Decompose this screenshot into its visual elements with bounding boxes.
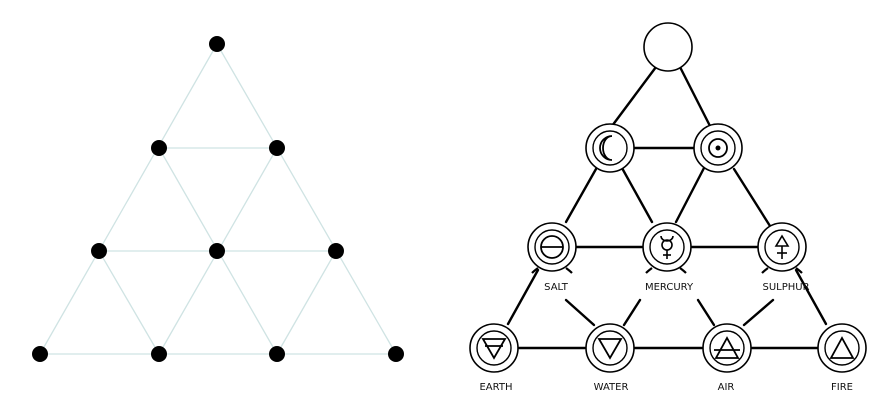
water-label: WATER: [594, 382, 629, 393]
tetractys-dots: [32, 36, 404, 362]
dot: [388, 346, 404, 362]
dot: [269, 140, 285, 156]
alchemical-connector-lines: [506, 65, 828, 350]
fire-label: FIRE: [831, 382, 853, 393]
dot: [209, 243, 225, 259]
dot: [151, 140, 167, 156]
air-label: AIR: [718, 382, 735, 393]
salt-label: SALT: [544, 282, 569, 293]
mercury-icon: [660, 235, 674, 259]
moon-node: [585, 123, 635, 173]
earth-label: EARTH: [479, 382, 512, 393]
sulphur-node: [757, 222, 807, 272]
earth-node: [469, 323, 519, 373]
mercury-node: [642, 222, 692, 272]
moon-icon: [599, 135, 613, 161]
air-icon: [714, 336, 740, 359]
connector-nubs: [531, 267, 803, 274]
water-node: [585, 323, 635, 373]
salt-icon: [540, 235, 564, 259]
fire-node: [817, 323, 867, 373]
dot: [209, 36, 225, 52]
top-node: [643, 22, 693, 72]
sulphur-label: SULPHUR: [762, 282, 809, 293]
dot: [151, 346, 167, 362]
dot: [32, 346, 48, 362]
water-icon: [597, 338, 623, 360]
salt-node: [527, 222, 577, 272]
dot: [269, 346, 285, 362]
sulphur-icon: [774, 234, 790, 259]
fire-icon: [829, 336, 855, 359]
air-node: [702, 323, 752, 373]
earth-icon: [481, 338, 507, 360]
sun-node: [693, 123, 743, 173]
mercury-label: MERCURY: [645, 282, 694, 293]
dot: [328, 243, 344, 259]
dot: [91, 243, 107, 259]
sun-icon: [708, 138, 728, 158]
